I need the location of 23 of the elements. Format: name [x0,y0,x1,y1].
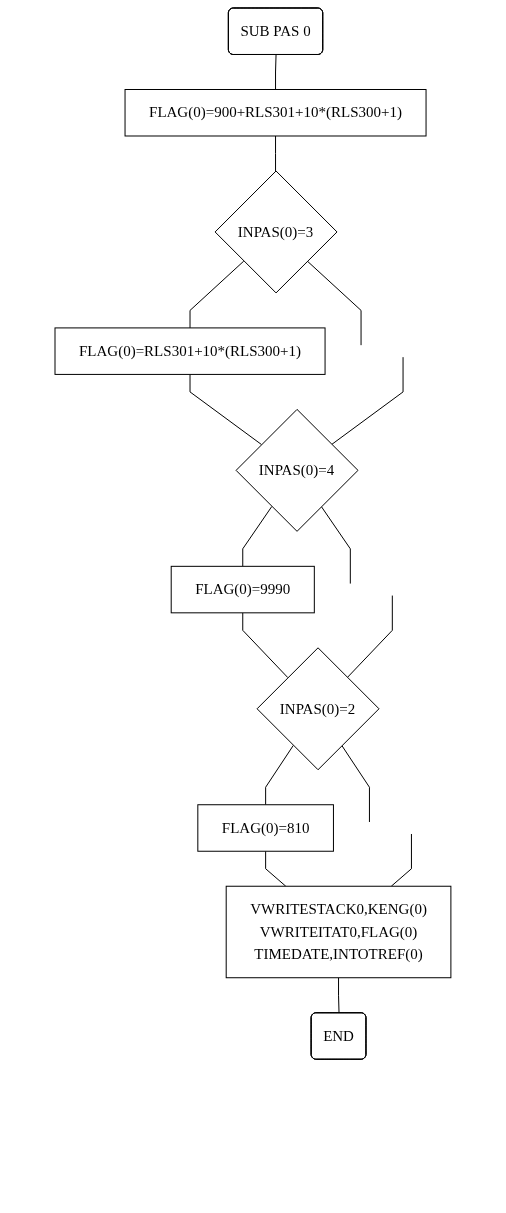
connector [331,356,404,445]
connector [341,744,370,823]
node-box: FLAG(0)=900+RLS301+10*(RLS300+1) [124,89,427,137]
node-box: FLAG(0)=9990 [170,565,315,614]
connector [338,977,340,1014]
connector [390,833,412,887]
connector [242,506,273,567]
connector [189,373,262,445]
connector [242,612,289,679]
connector [265,850,287,887]
connector [346,595,393,679]
node-diamond: INPAS(0)=2 [256,647,380,771]
connector [306,260,362,346]
connector [189,260,245,329]
node-diamond: INPAS(0)=4 [235,408,359,532]
connector [275,135,277,172]
connector [265,744,294,806]
node-diamond: INPAS(0)=3 [214,170,338,294]
connector [275,54,277,90]
node-box: FLAG(0)=RLS301+10*(RLS300+1) [54,327,326,375]
connector [320,506,351,585]
node-box: FLAG(0)=810 [197,804,334,852]
node-box: VWRITESTACK0,KENG(0) VWRITEITAT0,FLAG(0) TIMEDATE,INTOTREF(0) [225,885,452,979]
